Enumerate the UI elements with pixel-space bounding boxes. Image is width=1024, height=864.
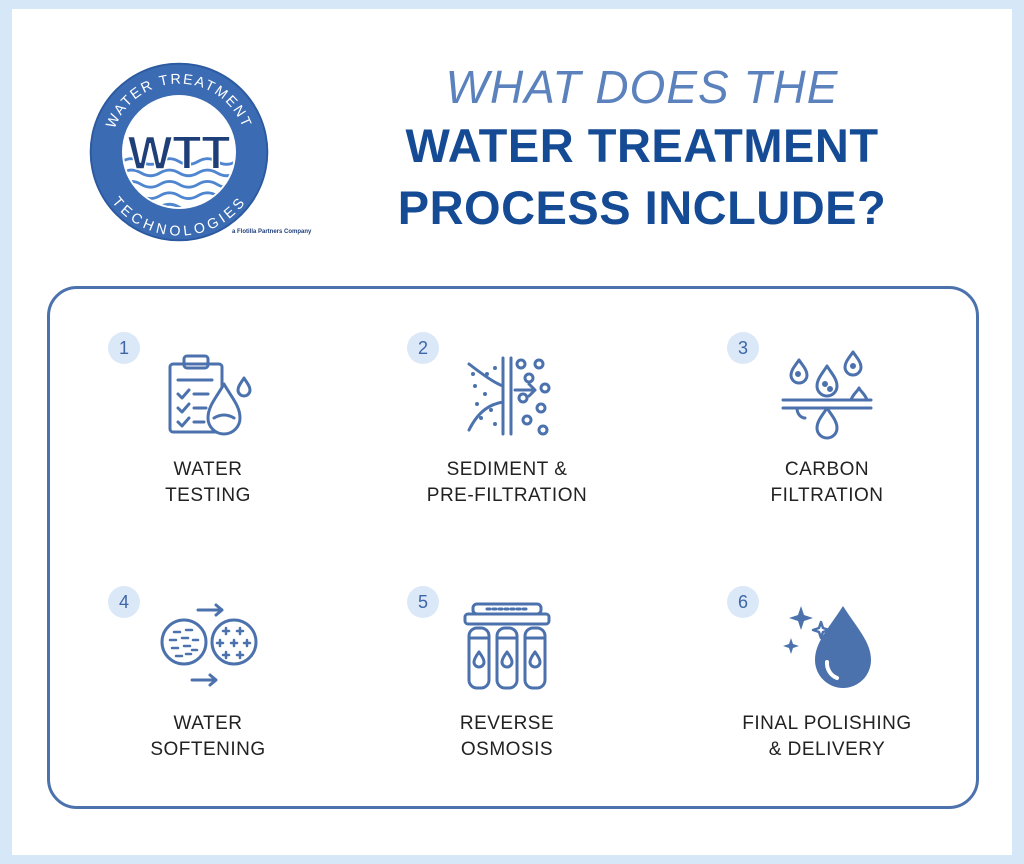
step-label: WATER TESTING	[83, 457, 333, 509]
step-number-badge: 1	[108, 332, 140, 364]
step-label-line2: TESTING	[165, 485, 251, 506]
step-label-line1: SEDIMENT &	[446, 459, 568, 480]
wtt-logo-emblem: WTT WATER TREATMENT TECHNOLOGIES	[89, 62, 269, 242]
step-number-badge: 2	[407, 332, 439, 364]
ro-cartridges-icon	[457, 598, 557, 698]
step-label-line2: & DELIVERY	[768, 739, 886, 760]
step-label-line1: WATER	[173, 713, 243, 734]
step-sediment-pre-filtration: 2	[407, 332, 657, 532]
wtt-monogram: WTT	[128, 127, 231, 180]
ion-exchange-icon	[158, 598, 258, 698]
carbon-filter-droplets-icon	[777, 344, 877, 444]
step-number-badge: 5	[407, 586, 439, 618]
step-label-line2: OSMOSIS	[460, 739, 554, 760]
step-label: REVERSE OSMOSIS	[382, 711, 632, 763]
step-final-polishing-delivery: 6 FINAL POLISHING & DELIVERY	[727, 586, 977, 786]
step-reverse-osmosis: 5 REVERSE OSMOSIS	[407, 586, 657, 786]
step-water-softening: 4	[108, 586, 358, 786]
filter-membrane-icon	[457, 344, 557, 444]
logo-tagline: a Flotilla Partners Company	[232, 229, 312, 235]
step-number-badge: 4	[108, 586, 140, 618]
step-label-line1: REVERSE	[459, 713, 555, 734]
step-label: CARBON FILTRATION	[702, 457, 952, 509]
step-label-line1: FINAL POLISHING	[742, 713, 912, 734]
headline-line3: PROCESS INCLUDE?	[397, 181, 887, 234]
step-number-badge: 6	[727, 586, 759, 618]
step-number-badge: 3	[727, 332, 759, 364]
step-label: WATER SOFTENING	[83, 711, 333, 763]
infographic-sheet: WTT WATER TREATMENT TECHNOLOGIES a Floti…	[12, 9, 1012, 855]
headline: WHAT DOES THE WATER TREATMENT PROCESS IN…	[342, 59, 942, 239]
step-label: FINAL POLISHING & DELIVERY	[702, 711, 952, 763]
step-label-line2: SOFTENING	[150, 739, 266, 760]
step-carbon-filtration: 3 CARBON FILTRATION	[727, 332, 977, 532]
process-panel: 1 WATER TESTING 2	[47, 286, 979, 809]
wtt-logo: WTT WATER TREATMENT TECHNOLOGIES a Floti…	[84, 57, 311, 257]
step-label-line2: FILTRATION	[770, 485, 884, 506]
sparkling-droplet-icon	[777, 598, 877, 698]
headline-line1: WHAT DOES THE	[445, 61, 839, 113]
step-label-line1: CARBON	[784, 459, 870, 480]
step-water-testing: 1 WATER TESTING	[108, 332, 358, 532]
headline-line2: WATER TREATMENT	[405, 119, 879, 172]
clipboard-droplet-icon	[158, 344, 258, 444]
step-label-line1: WATER	[173, 459, 243, 480]
step-label-line2: PRE-FILTRATION	[426, 485, 588, 506]
step-label: SEDIMENT & PRE-FILTRATION	[382, 457, 632, 509]
